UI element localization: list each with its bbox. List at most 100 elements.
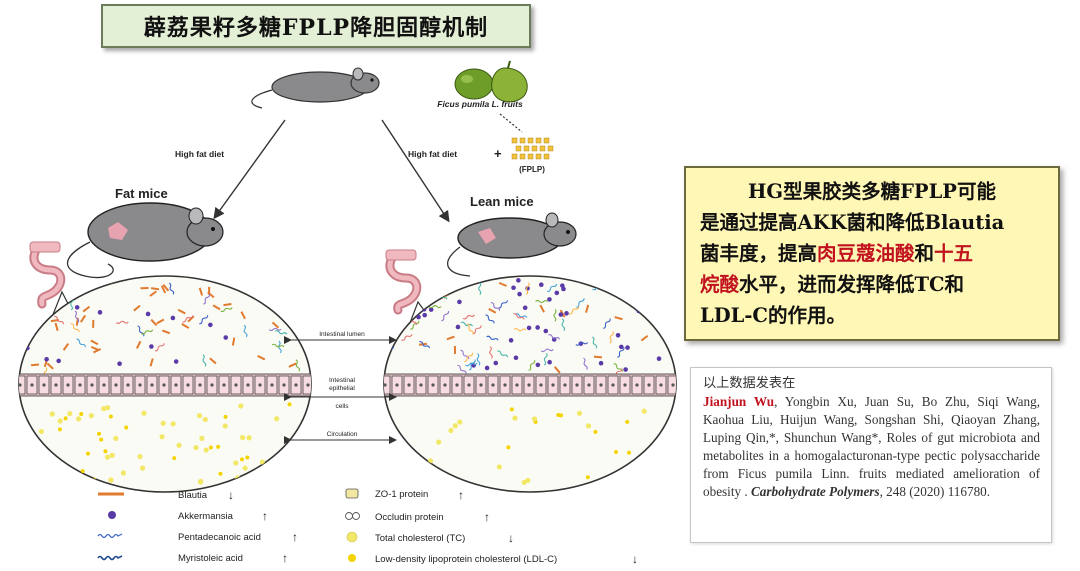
akkermansia-bacterium <box>428 307 434 312</box>
fatty-acid-chain <box>553 309 557 322</box>
myristoleic-legend-icon <box>97 555 123 561</box>
akkermansia-bacterium <box>455 324 461 330</box>
cholesterol-particle <box>512 415 518 421</box>
cholesterol-particle <box>41 468 47 474</box>
blautia-bacterium <box>90 339 99 346</box>
blautia-bacterium <box>209 357 217 365</box>
akkermansia-bacterium <box>434 277 440 283</box>
blautia-bacterium <box>207 291 215 299</box>
legend-occludin-arrow: ↑ <box>484 510 490 524</box>
blautia-bacterium <box>291 309 295 318</box>
fatty-acid-chain <box>115 320 129 325</box>
akkermansia-bacterium <box>526 325 532 331</box>
fatty-acid-chain <box>464 352 474 363</box>
ldl-particle <box>97 431 102 436</box>
akkermansia-bacterium <box>173 359 179 364</box>
akkermansia-bacterium <box>615 332 621 338</box>
cholesterol-particle <box>452 423 458 429</box>
blautia-bacterium <box>446 335 455 341</box>
fatty-acid-chain <box>561 318 566 332</box>
blautia-bacterium <box>156 318 165 325</box>
fatty-acid-chain <box>462 314 475 320</box>
akkermansia-bacterium <box>535 362 541 368</box>
fatty-acid-chain <box>401 334 413 341</box>
circulation-label: Circulation <box>327 431 358 438</box>
lean-epithelial-cells <box>384 375 676 395</box>
blautia-bacterium <box>82 305 91 313</box>
akkermansia-bacterium <box>538 282 544 288</box>
fatty-acid-chain <box>393 281 404 290</box>
ldl-particle <box>57 427 62 432</box>
highlight-pentadecanoic-1: 十五 <box>934 242 974 265</box>
cholesterol-particle <box>141 410 147 416</box>
blautia-bacterium <box>150 318 158 327</box>
legend-ldl-arrow: ↓ <box>632 552 638 566</box>
akkermansia-bacterium <box>554 290 560 296</box>
blautia-bacterium <box>93 348 102 354</box>
ldl-particle <box>99 437 104 442</box>
fatty-acid-chain <box>640 299 651 308</box>
fatty-acid-chain <box>498 300 508 309</box>
ldl-legend-icon <box>348 554 356 562</box>
ldl-particle <box>239 457 244 462</box>
akkermansia-bacterium <box>508 338 514 343</box>
legend-zo1: ZO-1 protein <box>375 489 428 500</box>
pentadecanoic-legend-icon <box>97 533 123 539</box>
akkermansia-bacterium <box>558 312 564 317</box>
cholesterol-particle <box>448 427 454 434</box>
fatty-acid-chain <box>497 350 509 358</box>
akkermansia-bacterium <box>511 285 516 291</box>
ldl-particle <box>216 444 221 449</box>
blautia-bacterium <box>45 281 49 290</box>
fatty-acid-chain <box>74 310 80 323</box>
fatty-acid-chain <box>457 364 467 374</box>
legend-zo1-arrow: ↑ <box>458 488 464 502</box>
cholesterol-particle <box>196 413 203 419</box>
epithelial-label-1: Intestinal <box>329 377 356 384</box>
blautia-bacterium <box>488 308 497 314</box>
fatty-acid-chain <box>603 318 611 329</box>
summary-line-3a: 菌丰度，提高 <box>700 242 818 265</box>
legend-myristoleic-arrow: ↑ <box>282 551 288 565</box>
legend-tc: Total cholesterol (TC) <box>375 533 465 544</box>
akkermansia-bacterium <box>656 356 662 361</box>
fatty-acid-chain <box>466 323 474 335</box>
ldl-particle <box>54 468 59 473</box>
cholesterol-particle <box>274 416 280 422</box>
fatty-acid-chain <box>154 343 165 352</box>
akkermansia-bacterium <box>564 311 569 316</box>
fatty-acid-chain <box>70 323 80 333</box>
fatty-acid-chain <box>576 298 585 308</box>
ldl-particle <box>79 411 84 416</box>
ldl-particle <box>245 455 250 460</box>
cholesterol-particle <box>525 477 531 483</box>
author-list: , Yongbin Xu, Juan Su, Bo Zhu, Siqi Wang… <box>703 394 1040 445</box>
cholesterol-particle <box>277 460 283 466</box>
fatty-acid-chain <box>419 341 431 349</box>
cholesterol-particle <box>636 471 643 477</box>
blautia-bacterium <box>257 354 266 361</box>
legend-occludin: Occludin protein <box>375 512 444 523</box>
lean-gut-section <box>383 275 677 493</box>
summary-line-2: 是通过提高AKK菌和降低Blautia <box>700 211 1005 234</box>
fatty-acid-chain <box>525 282 530 295</box>
cholesterol-particle <box>120 470 127 476</box>
blautia-bacterium <box>640 334 649 342</box>
blautia-bacterium <box>275 302 285 306</box>
akkermansia-bacterium <box>547 359 552 365</box>
tc-legend-icon <box>346 531 358 543</box>
lean-mouse-icon <box>447 212 577 277</box>
fatty-acid-chain <box>515 313 528 318</box>
ldl-particle <box>633 479 638 484</box>
fatty-acid-chain <box>168 282 175 295</box>
blautia-bacterium <box>647 313 656 317</box>
ldl-particle <box>627 450 632 455</box>
fat-gut-section <box>18 275 312 493</box>
fatty-acid-chain <box>666 289 671 303</box>
fatty-acid-chain <box>268 327 282 332</box>
blautia-bacterium <box>30 308 37 317</box>
fatty-acid-chain <box>617 347 625 358</box>
akkermansia-bacterium <box>516 278 521 283</box>
article-title: Roles of gut microbiota and metabolites … <box>703 430 1041 499</box>
mechanism-diagram: Ficus pumila L. fruits (FPLP) High fat d… <box>18 60 677 566</box>
